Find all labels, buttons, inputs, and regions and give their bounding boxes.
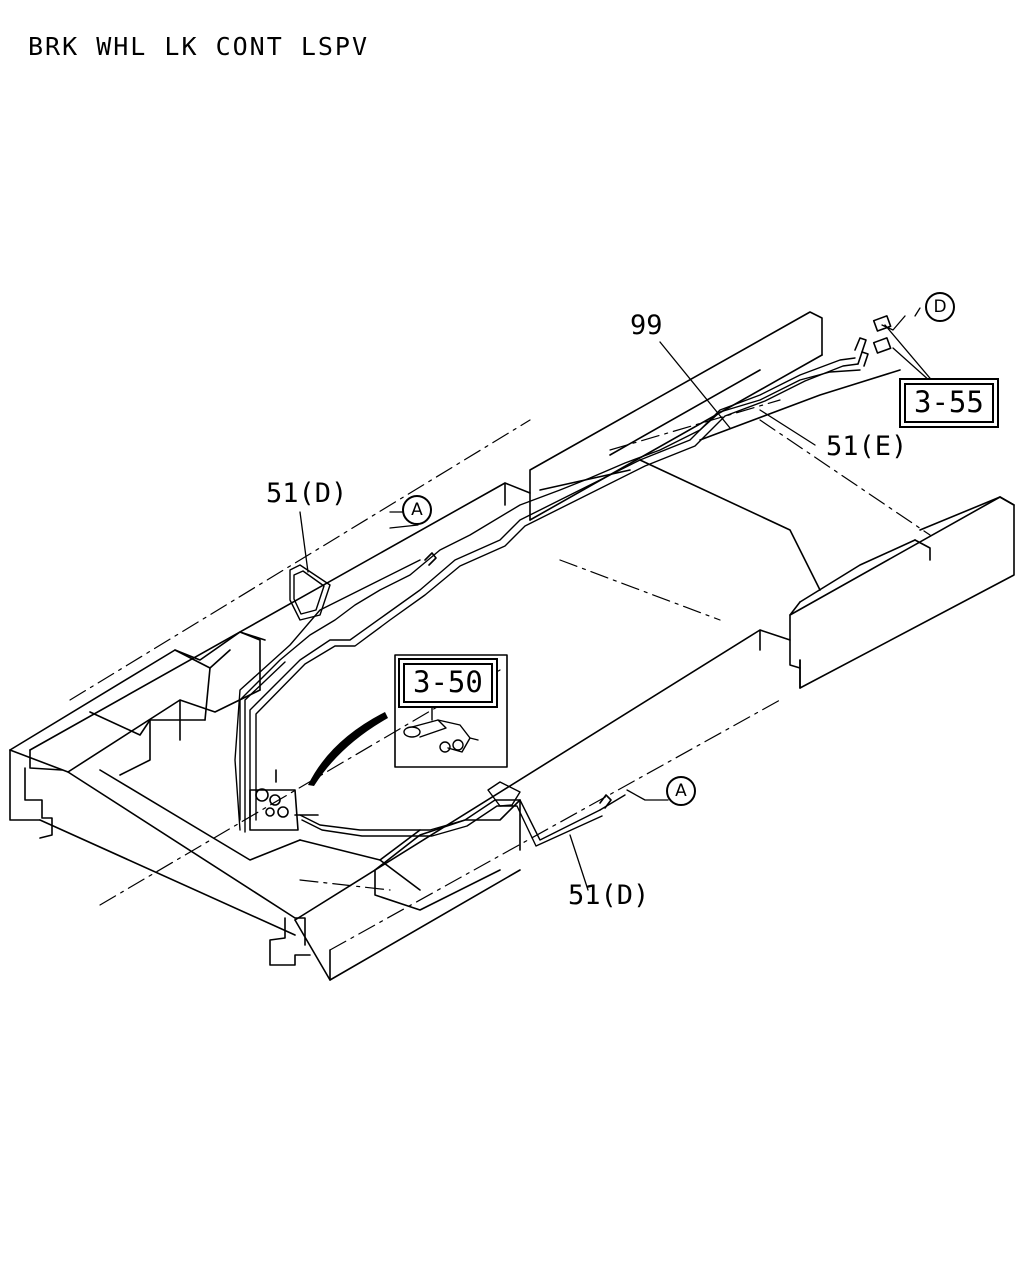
brake-line-51d-lower: [299, 781, 626, 847]
front-brackets: [24, 767, 311, 966]
valve-cluster: [249, 769, 319, 831]
frame-rail-right: [294, 496, 1015, 981]
part-label-51e: 51(E): [826, 431, 908, 462]
page-title: BRK WHL LK CONT LSPV: [28, 32, 370, 61]
callout-a-lower: A: [666, 776, 696, 806]
part-label-99: 99: [630, 310, 663, 341]
part-label-51d-lower: 51(D): [568, 880, 650, 911]
rear-fittings: [424, 315, 892, 809]
callout-a-upper: A: [402, 495, 432, 525]
part-label-51d-upper: 51(D): [266, 478, 348, 509]
brake-line-51e: [239, 369, 861, 833]
frame-rail-left: [29, 311, 823, 771]
front-crossmember: [9, 631, 421, 936]
brake-line-51d-upper: [234, 559, 421, 831]
lspv-valve-drawing: [403, 699, 479, 753]
leader-lines: [299, 307, 941, 891]
inset-3-50-frame: [394, 654, 508, 768]
centerlines: [69, 399, 931, 951]
brake-line-99: [249, 357, 859, 821]
wedge-pointer: [308, 712, 388, 786]
center-structure: [374, 369, 901, 911]
reference-box-3-50: 3-50: [403, 663, 493, 703]
reference-box-3-55: 3-55: [904, 383, 994, 423]
callout-d: D: [925, 292, 955, 322]
